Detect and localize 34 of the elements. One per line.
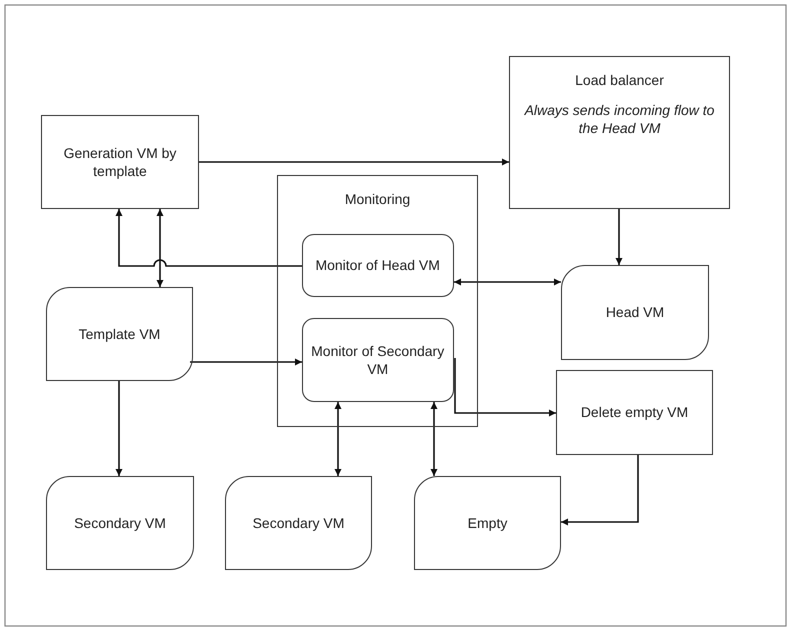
node-label: Load balancer bbox=[574, 71, 665, 90]
node-label: Monitor of Secondary VM bbox=[310, 342, 446, 378]
arrow bbox=[616, 209, 622, 265]
node-label: Monitoring bbox=[344, 190, 412, 208]
arrow bbox=[334, 402, 342, 476]
arrow bbox=[156, 209, 164, 287]
node-label: Generation VM by template bbox=[62, 144, 178, 180]
node-label: Template VM bbox=[78, 324, 162, 344]
rounded-box bbox=[302, 318, 454, 402]
node-label: Empty bbox=[466, 514, 508, 532]
vm-shape bbox=[225, 476, 372, 570]
arrow bbox=[116, 209, 302, 267]
process-box bbox=[509, 56, 730, 209]
process-box bbox=[556, 370, 713, 455]
node-label: Head VM bbox=[604, 303, 666, 322]
process-box bbox=[41, 115, 199, 209]
arrow bbox=[454, 358, 556, 416]
node-label: Delete empty VM bbox=[580, 403, 690, 422]
arrow bbox=[190, 358, 302, 366]
node-label: Monitor of Head VM bbox=[314, 256, 441, 274]
arrow bbox=[430, 402, 438, 476]
node-label: Secondary VM bbox=[252, 514, 346, 532]
group-frame bbox=[277, 175, 478, 427]
arrow bbox=[561, 455, 639, 526]
arrow bbox=[116, 381, 122, 476]
rounded-box bbox=[302, 234, 454, 297]
vm-shape bbox=[414, 476, 561, 570]
vm-shape bbox=[46, 476, 194, 570]
vm-shape bbox=[46, 287, 193, 381]
node-description: Always sends incoming flow to the Head VM bbox=[523, 101, 716, 138]
vm-shape bbox=[561, 265, 709, 360]
node-label: Secondary VM bbox=[73, 514, 167, 532]
arrow bbox=[199, 158, 509, 166]
arrow bbox=[454, 278, 561, 286]
